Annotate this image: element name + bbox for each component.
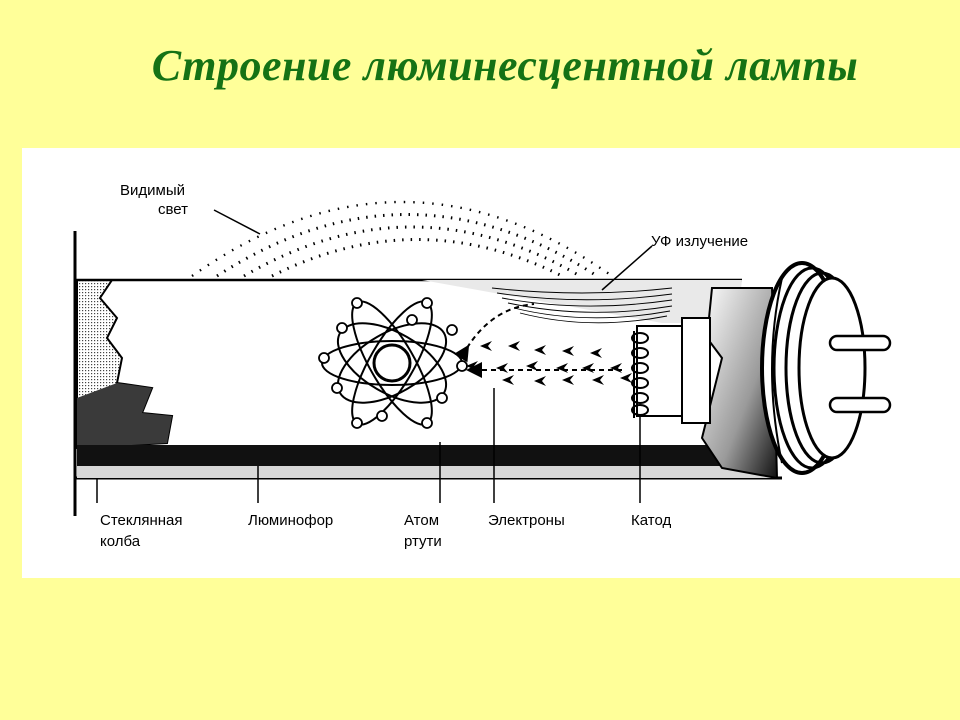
leader-lines	[96, 209, 653, 503]
visible-light-rays	[191, 200, 613, 278]
orbit-electrons	[318, 297, 468, 429]
label-mercury-atom-2: ртути	[404, 533, 442, 550]
mercury-atom	[318, 297, 468, 429]
label-electrons: Электроны	[488, 512, 565, 529]
slide-title: Строение люминесцентной лампы	[151, 41, 859, 90]
phosphor-layer	[77, 445, 757, 466]
lamp-diagram-panel: Видимый свет УФ излучение Стеклянная кол…	[22, 148, 960, 578]
label-uv-radiation: УФ излучение	[651, 233, 748, 250]
label-cathode: Катод	[631, 512, 671, 529]
label-glass-bulb-1: Стеклянная	[100, 512, 183, 529]
nucleus	[372, 343, 412, 383]
label-mercury-atom-1: Атом	[404, 512, 439, 529]
electron-stream	[466, 341, 632, 386]
cathode	[631, 317, 711, 424]
glass-tube	[75, 278, 782, 480]
pin-upper	[828, 334, 892, 352]
label-visible-light-2: свет	[158, 201, 188, 218]
lamp-end-cap	[700, 261, 892, 480]
lamp-diagram: Видимый свет УФ излучение Стеклянная кол…	[73, 182, 892, 550]
label-visible-light-1: Видимый	[120, 182, 185, 199]
label-glass-bulb-2: колба	[100, 533, 141, 550]
pin-lower	[828, 396, 892, 414]
label-phosphor: Люминофор	[248, 512, 333, 529]
